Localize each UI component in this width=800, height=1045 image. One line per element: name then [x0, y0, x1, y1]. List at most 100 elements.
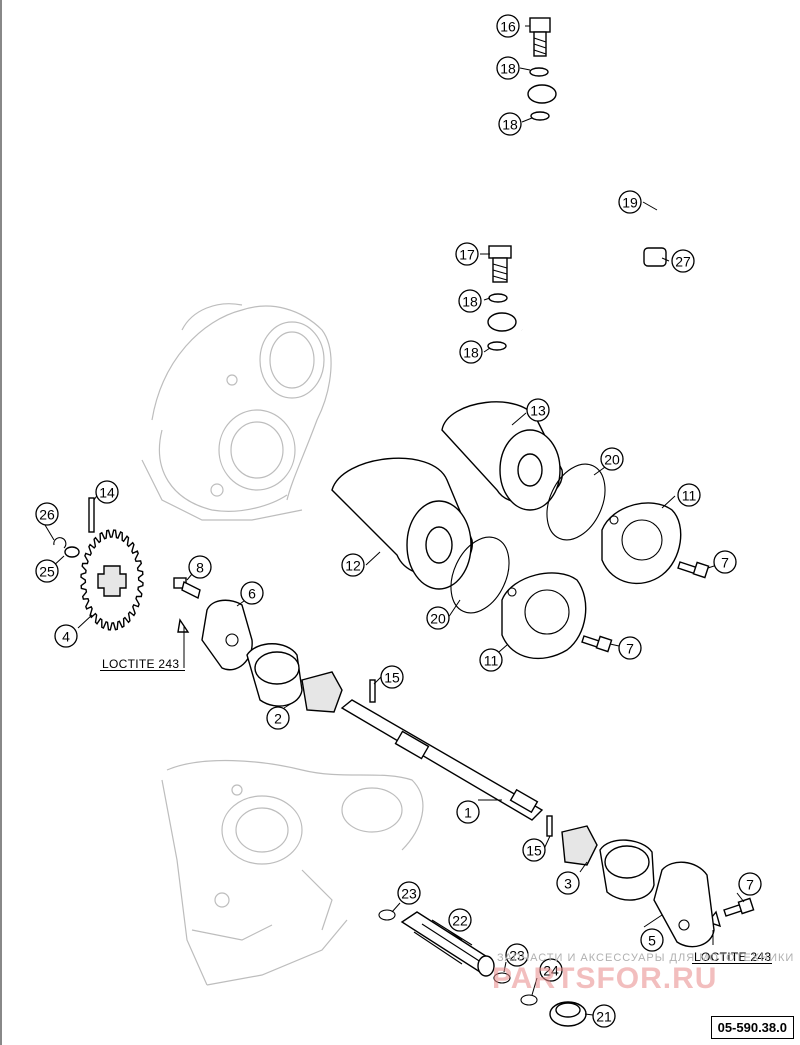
- callout-circle: [640, 928, 664, 952]
- callout-c14: 14: [95, 480, 119, 504]
- screw-7-lower: [706, 897, 755, 928]
- callout-circle: [341, 553, 365, 577]
- washer-25: [64, 546, 80, 558]
- callout-circle: [526, 398, 550, 422]
- callout-label: 7: [626, 641, 634, 657]
- oil-filter-12: [331, 457, 473, 590]
- watermark-brand: PARTSFOR.RU: [492, 962, 718, 995]
- callout-circle: [95, 480, 119, 504]
- callout-label: 22: [452, 913, 468, 929]
- callout-circle: [498, 112, 522, 136]
- callout-label: 19: [622, 195, 638, 211]
- callout-circle: [380, 665, 404, 689]
- callout-c19: 19: [618, 190, 642, 214]
- callout-c11a: 11: [677, 483, 701, 507]
- callout-label: 4: [62, 629, 70, 645]
- loctite-underline-left: [100, 670, 185, 671]
- callout-label: 20: [604, 452, 620, 468]
- callout-label: 2: [274, 711, 282, 727]
- callout-circle: [426, 606, 450, 630]
- callout-circle: [188, 555, 212, 579]
- callout-label: 18: [462, 294, 478, 310]
- callout-circle: [458, 289, 482, 313]
- engine-case-ghost-lower: [161, 759, 424, 986]
- callout-circle: [556, 871, 580, 895]
- callout-label: 15: [384, 670, 400, 686]
- callout-circle: [479, 648, 503, 672]
- callout-circle: [35, 559, 59, 583]
- callout-label: 24: [543, 963, 559, 979]
- callout-circle: [455, 242, 479, 266]
- oil-line: [521, 64, 667, 383]
- callout-c27: 27: [671, 249, 695, 273]
- callout-c7b: 7: [618, 636, 642, 660]
- callout-c18a: 18: [496, 56, 520, 80]
- banjo-bolt-upper: [527, 17, 557, 121]
- callout-c21: 21: [592, 1004, 616, 1028]
- pump-rotor-3: [561, 825, 655, 901]
- callout-circle: [459, 340, 483, 364]
- callout-circle: [600, 447, 624, 471]
- pin-15-upper: [369, 679, 376, 703]
- callout-c15a: 15: [380, 665, 404, 689]
- loctite-note-left: LOCTITE 243: [102, 657, 180, 671]
- callout-circle: [671, 249, 695, 273]
- plate-5: [653, 861, 715, 948]
- screw-7-upper: [677, 561, 710, 579]
- filter-cover-11-upper: [601, 502, 682, 585]
- callout-circle: [448, 908, 472, 932]
- callout-label: 21: [596, 1009, 612, 1025]
- callout-c18d: 18: [459, 340, 483, 364]
- callout-circle: [505, 943, 529, 967]
- callout-circle: [35, 502, 59, 526]
- bolt-8: [173, 577, 201, 633]
- screw-7-middle: [581, 635, 613, 653]
- loctite-note-right: LOCTITE 243: [694, 950, 772, 964]
- callout-circle: [54, 624, 78, 648]
- callout-c4: 4: [54, 624, 78, 648]
- callout-c17: 17: [455, 242, 479, 266]
- watermark-line: ЗАПЧАСТИ И АКСЕССУАРЫ ДЛЯ МОТОТЕХНИКИ: [497, 952, 795, 964]
- callout-c23b: 23: [505, 943, 529, 967]
- callout-label: 23: [401, 886, 417, 902]
- callout-label: 12: [345, 558, 361, 574]
- callout-c7c: 7: [738, 872, 762, 896]
- callout-c26: 26: [35, 502, 59, 526]
- o-ring-24: [520, 994, 538, 1006]
- callout-label: 7: [721, 555, 729, 571]
- callout-c7a: 7: [713, 550, 737, 574]
- callout-label: 13: [530, 403, 546, 419]
- callout-label: 17: [459, 247, 475, 263]
- callout-c11b: 11: [479, 648, 503, 672]
- callout-c3: 3: [556, 871, 580, 895]
- callout-circle: [618, 190, 642, 214]
- callout-c25: 25: [35, 559, 59, 583]
- engine-case-ghost-upper: [141, 303, 332, 521]
- callout-c15b: 15: [522, 838, 546, 862]
- pump-rotor-2: [246, 643, 343, 713]
- callout-circle: [539, 958, 563, 982]
- callout-label: 20: [430, 611, 446, 627]
- callout-label: 5: [648, 933, 656, 949]
- callout-c6: 6: [240, 581, 264, 605]
- callout-c1: 1: [456, 800, 480, 824]
- pin-14: [88, 497, 95, 533]
- callout-label: 6: [248, 586, 256, 602]
- callout-label: 7: [746, 877, 754, 893]
- filter-cover-11-lower: [501, 572, 587, 660]
- callout-circle: [496, 14, 520, 38]
- callout-c24: 24: [539, 958, 563, 982]
- clip-26: [53, 537, 67, 549]
- callout-circle: [738, 872, 762, 896]
- oil-strainer-22: [400, 911, 495, 977]
- callout-circle: [496, 56, 520, 80]
- gear-4: [80, 529, 144, 631]
- pump-shaft-1: [340, 699, 544, 821]
- callout-c20b: 20: [426, 606, 450, 630]
- callout-circle: [677, 483, 701, 507]
- plate-6: [201, 599, 253, 671]
- callout-label: 15: [526, 843, 542, 859]
- callout-label: 11: [682, 488, 697, 504]
